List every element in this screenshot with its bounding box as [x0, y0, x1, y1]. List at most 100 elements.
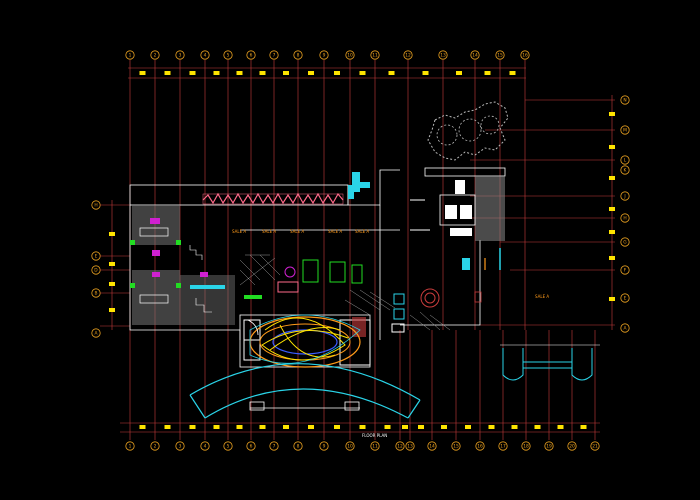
axis-bubble: G — [620, 237, 630, 247]
axis-label: 6 — [250, 444, 253, 450]
axis-label: 7 — [273, 53, 276, 59]
axis-label: 11 — [372, 444, 378, 450]
door-swing-icon — [247, 319, 260, 336]
axis-label: 10 — [347, 444, 353, 450]
axis-bubble: 11 — [370, 441, 380, 451]
axis-bubble: 1 — [125, 50, 135, 60]
axis-bubble: 10 — [345, 50, 355, 60]
right-arches — [500, 344, 600, 381]
room-label: SALE A — [290, 229, 304, 234]
axis-bubble: 12 — [395, 441, 405, 451]
axis-label: A — [94, 331, 97, 337]
corridor-band — [202, 193, 344, 205]
axis-label: A — [623, 326, 626, 332]
axis-label: F — [624, 268, 627, 274]
axis-label: 2 — [154, 444, 157, 450]
axis-label: E — [95, 254, 98, 260]
axis-bubble: 4 — [200, 50, 210, 60]
axis-bubble: 19 — [544, 441, 554, 451]
axis-bubble: E — [620, 293, 630, 303]
axis-label: 12 — [397, 444, 403, 450]
axis-bubble: L — [620, 155, 630, 165]
axis-label: 9 — [323, 53, 326, 59]
entrance-canopy — [189, 363, 421, 419]
plan-title: FLOOR PLAN — [362, 433, 387, 438]
axis-label: 18 — [523, 444, 529, 450]
axis-label: H — [94, 203, 97, 209]
axis-label: 6 — [250, 53, 253, 59]
axis-label: 17 — [500, 444, 506, 450]
axis-bubble: 20 — [567, 441, 577, 451]
cloud-rings — [436, 115, 500, 146]
axis-bubble: 11 — [370, 50, 380, 60]
axis-label: 19 — [546, 444, 552, 450]
axis-label: 7 — [273, 444, 276, 450]
axis-bubble: 15 — [495, 50, 505, 60]
axis-bubble: 17 — [498, 441, 508, 451]
axis-label: 15 — [497, 53, 503, 59]
axis-label: 5 — [227, 444, 230, 450]
axis-bubble: 21 — [590, 441, 600, 451]
left-wing-hatch — [132, 205, 235, 325]
axis-bubble: 4 — [200, 441, 210, 451]
axis-label: 3 — [179, 444, 182, 450]
row-grid-lines — [100, 95, 615, 330]
axis-bubble: F — [620, 265, 630, 275]
axis-label: 16 — [522, 53, 528, 59]
axis-bubble: 8 — [293, 441, 303, 451]
axis-label: J — [623, 194, 625, 200]
room-label: SALE A — [535, 294, 549, 299]
axis-label: 8 — [297, 444, 300, 450]
right-axis-bubbles: N M LK J H G F E A — [620, 95, 630, 333]
axis-bubble: 12 — [403, 50, 413, 60]
axis-bubble: 15 — [451, 441, 461, 451]
axis-bubble: 3 — [175, 50, 185, 60]
axis-label: H — [623, 216, 626, 222]
room-label: SALE A — [328, 229, 342, 234]
axis-bubble: 14 — [470, 50, 480, 60]
axis-label: D — [94, 268, 98, 274]
axis-label: 4 — [204, 53, 207, 59]
room-label: SALE A — [232, 229, 246, 234]
axis-bubble: 5 — [223, 50, 233, 60]
axis-bubble: 18 — [521, 441, 531, 451]
axis-label: 8 — [297, 53, 300, 59]
axis-bubble: 1 — [125, 441, 135, 451]
axis-label: 14 — [429, 444, 435, 450]
axis-bubble: 2 — [150, 50, 160, 60]
axis-label: M — [623, 128, 627, 134]
round-fixture — [420, 288, 440, 308]
axis-bubble: 6 — [246, 50, 256, 60]
cloud-shape — [427, 101, 509, 161]
right-dim-ticks — [109, 112, 615, 312]
axis-label: 10 — [347, 53, 353, 59]
cyan-stair — [348, 172, 370, 199]
axis-label: 11 — [372, 53, 378, 59]
axis-bubble: 14 — [427, 441, 437, 451]
axis-bubble: 16 — [520, 50, 530, 60]
axis-label: 14 — [472, 53, 478, 59]
axis-label: 21 — [592, 444, 598, 450]
axis-bubble: A — [91, 328, 101, 338]
axis-label: 16 — [477, 444, 483, 450]
axis-label: 13 — [407, 444, 413, 450]
axis-bubble: 13 — [405, 441, 415, 451]
room-label: SALE A — [355, 229, 369, 234]
axis-label: 20 — [569, 444, 575, 450]
axis-label: B — [94, 291, 97, 297]
room-labels: SALE A SALE A SALE A SALE A SALE A SALE … — [232, 229, 549, 299]
axis-bubble: H — [620, 213, 630, 223]
axis-bubble: 13 — [438, 50, 448, 60]
axis-bubble: K — [620, 165, 630, 175]
axis-label: 13 — [440, 53, 446, 59]
corridor-hatch — [202, 192, 344, 205]
axis-bubble: 2 — [150, 441, 160, 451]
lattice-hatch — [239, 254, 451, 331]
axis-label: 12 — [405, 53, 411, 59]
axis-label: N — [623, 98, 626, 104]
axis-label: 15 — [453, 444, 459, 450]
top-dimension-band — [120, 67, 600, 433]
